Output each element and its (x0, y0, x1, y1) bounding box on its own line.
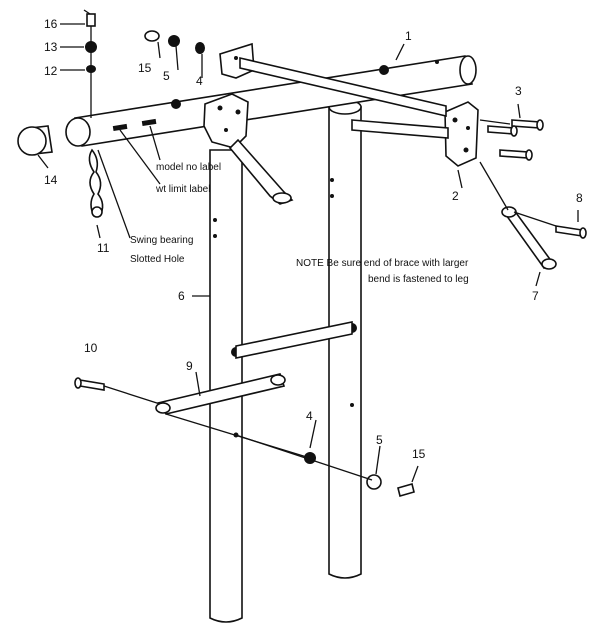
callout-10: 10 (84, 341, 98, 355)
slotted-hole-label: Slotted Hole (130, 254, 185, 265)
callout-numbers: 16 13 12 14 11 15 5 4 1 3 2 8 7 6 10 9 4… (44, 17, 583, 461)
callout-4b: 4 (306, 409, 313, 423)
leader-lines (37, 9, 579, 483)
top-bar (65, 55, 477, 147)
callout-5b: 5 (376, 433, 383, 447)
callout-13: 13 (44, 40, 58, 54)
leg-brace (501, 206, 557, 270)
callout-8: 8 (576, 191, 583, 205)
callout-6: 6 (178, 289, 185, 303)
end-cap (17, 125, 53, 156)
bolt-10 (74, 377, 105, 391)
lower-brace (155, 373, 286, 415)
callout-12: 12 (44, 64, 58, 78)
wt-limit-label: wt limit label (155, 184, 210, 195)
swing-bearing-label: Swing bearing (130, 235, 193, 246)
bolt-8 (555, 225, 587, 239)
callout-15b: 15 (412, 447, 426, 461)
swing-bearing (88, 148, 104, 218)
upper-cross-bar (235, 321, 353, 359)
callout-11: 11 (97, 241, 110, 255)
text-labels: model no label wt limit label Swing bear… (130, 162, 469, 285)
note-line-1: NOTE Be sure end of brace with larger (296, 258, 469, 269)
callout-15a: 15 (138, 61, 152, 75)
callout-16: 16 (44, 17, 58, 31)
model-no-label: model no label (156, 162, 221, 173)
rear-leg (328, 99, 362, 579)
rear-tubes (239, 56, 449, 139)
callout-2: 2 (452, 189, 459, 203)
rear-bracket (444, 101, 479, 167)
callout-14: 14 (44, 173, 58, 187)
note-line-2: bend is fastened to leg (368, 274, 469, 285)
callout-1: 1 (405, 29, 412, 43)
bolts-upper (487, 119, 544, 161)
front-leg (209, 149, 243, 623)
callout-3: 3 (515, 84, 522, 98)
callout-5a: 5 (163, 69, 170, 83)
side-brace (228, 138, 294, 205)
callout-4a: 4 (196, 74, 203, 88)
callout-9: 9 (186, 359, 193, 373)
callout-7: 7 (532, 289, 539, 303)
